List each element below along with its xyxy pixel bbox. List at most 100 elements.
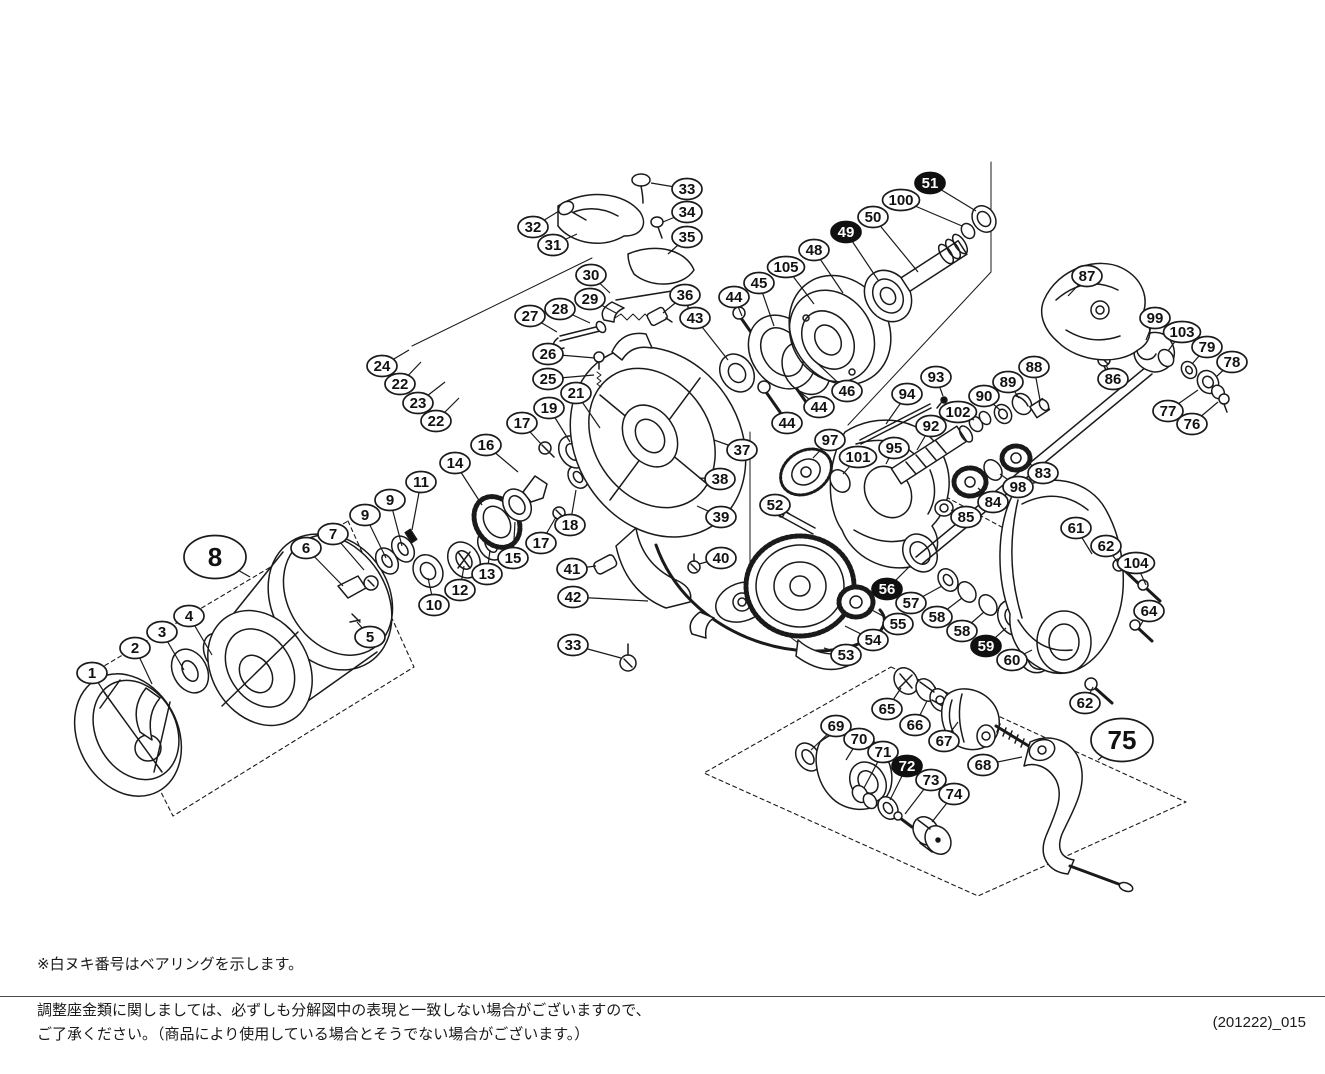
callout-18: 18 <box>554 513 586 537</box>
callout-102: 102 <box>938 400 978 424</box>
svg-text:51: 51 <box>922 175 939 192</box>
callout-54: 54 <box>857 628 889 652</box>
callout-4: 4 <box>173 604 205 628</box>
note-washers-line1: 調整座金類に関しましては、必ずしも分解図中の表現と一致しない場合がございますので… <box>37 1002 651 1019</box>
callout-87: 87 <box>1071 264 1103 288</box>
svg-text:98: 98 <box>1010 479 1027 496</box>
callout-88: 88 <box>1018 355 1050 379</box>
svg-text:58: 58 <box>929 609 946 626</box>
svg-text:94: 94 <box>899 386 916 403</box>
svg-text:44: 44 <box>811 399 828 416</box>
svg-text:32: 32 <box>525 219 542 236</box>
svg-text:74: 74 <box>946 786 963 803</box>
svg-text:34: 34 <box>679 204 696 221</box>
callout-13: 13 <box>471 562 503 586</box>
callout-3: 3 <box>146 620 178 644</box>
svg-text:44: 44 <box>779 415 796 432</box>
callout-44: 44 <box>803 395 835 419</box>
callout-34: 34 <box>671 200 703 224</box>
svg-text:65: 65 <box>879 701 896 718</box>
callout-93: 93 <box>920 365 952 389</box>
callout-2: 2 <box>119 636 151 660</box>
callout-66: 66 <box>899 713 931 737</box>
note-bearing: ※白ヌキ番号はベアリングを示します。 <box>37 956 304 973</box>
svg-text:30: 30 <box>583 267 600 284</box>
callout-58: 58 <box>921 605 953 629</box>
svg-text:72: 72 <box>899 758 916 775</box>
exploded-parts-diagram: 1234567899101112131415161717181921222223… <box>73 161 1248 897</box>
note-washers-line2: ご了承ください。（商品により使用している場合とそうでない場合がございます。） <box>37 1026 590 1043</box>
svg-text:76: 76 <box>1184 416 1201 433</box>
callout-72: 72 <box>891 754 923 778</box>
callout-7: 7 <box>317 522 349 546</box>
callout-104: 104 <box>1116 551 1156 575</box>
callout-33: 33 <box>557 633 589 657</box>
callout-65: 65 <box>871 697 903 721</box>
svg-text:22: 22 <box>392 376 409 393</box>
callout-balloons: 1234567899101112131415161717181921222223… <box>76 171 1248 806</box>
svg-text:48: 48 <box>806 242 823 259</box>
callout-97: 97 <box>814 428 846 452</box>
callout-35: 35 <box>671 225 703 249</box>
callout-64: 64 <box>1133 599 1165 623</box>
svg-text:97: 97 <box>822 432 839 449</box>
svg-text:90: 90 <box>976 388 993 405</box>
svg-text:101: 101 <box>845 449 870 466</box>
svg-text:4: 4 <box>185 608 194 625</box>
callout-29: 29 <box>574 287 606 311</box>
svg-text:64: 64 <box>1141 603 1158 620</box>
callout-43: 43 <box>679 306 711 330</box>
callout-61: 61 <box>1060 516 1092 540</box>
svg-text:67: 67 <box>936 733 953 750</box>
callout-26: 26 <box>532 342 564 366</box>
callout-36: 36 <box>669 283 701 307</box>
svg-text:69: 69 <box>828 718 845 735</box>
svg-text:83: 83 <box>1035 465 1052 482</box>
callout-17: 17 <box>506 411 538 435</box>
callout-53: 53 <box>830 643 862 667</box>
svg-text:8: 8 <box>208 542 222 572</box>
svg-text:86: 86 <box>1105 371 1122 388</box>
callout-60: 60 <box>996 648 1028 672</box>
callout-49: 49 <box>830 220 862 244</box>
svg-text:60: 60 <box>1004 652 1021 669</box>
callout-84: 84 <box>977 490 1009 514</box>
svg-text:7: 7 <box>329 526 337 543</box>
callout-19: 19 <box>533 396 565 420</box>
svg-text:10: 10 <box>426 597 443 614</box>
svg-text:88: 88 <box>1026 359 1043 376</box>
callout-70: 70 <box>843 727 875 751</box>
svg-text:37: 37 <box>734 442 751 459</box>
callout-101: 101 <box>838 445 878 469</box>
callout-58: 58 <box>946 619 978 643</box>
callout-25: 25 <box>532 367 564 391</box>
callout-28: 28 <box>544 297 576 321</box>
callout-45: 45 <box>743 271 775 295</box>
svg-text:79: 79 <box>1199 339 1216 356</box>
svg-text:35: 35 <box>679 229 696 246</box>
svg-text:100: 100 <box>888 192 913 209</box>
callout-76: 76 <box>1176 412 1208 436</box>
svg-text:99: 99 <box>1147 310 1164 327</box>
svg-text:2: 2 <box>131 640 139 657</box>
svg-text:75: 75 <box>1108 725 1137 755</box>
svg-text:14: 14 <box>447 455 464 472</box>
svg-text:104: 104 <box>1123 555 1149 572</box>
svg-text:73: 73 <box>923 772 940 789</box>
callout-67: 67 <box>928 729 960 753</box>
callout-52: 52 <box>759 493 791 517</box>
svg-text:46: 46 <box>839 383 856 400</box>
callout-73: 73 <box>915 768 947 792</box>
svg-text:16: 16 <box>478 437 495 454</box>
callout-6: 6 <box>290 536 322 560</box>
svg-text:78: 78 <box>1224 354 1241 371</box>
svg-text:53: 53 <box>838 647 855 664</box>
callout-11: 11 <box>405 470 437 494</box>
callout-9: 9 <box>349 503 381 527</box>
svg-text:93: 93 <box>928 369 945 386</box>
svg-text:21: 21 <box>568 385 585 402</box>
svg-text:19: 19 <box>541 400 558 417</box>
svg-text:39: 39 <box>713 509 730 526</box>
svg-text:17: 17 <box>514 415 531 432</box>
